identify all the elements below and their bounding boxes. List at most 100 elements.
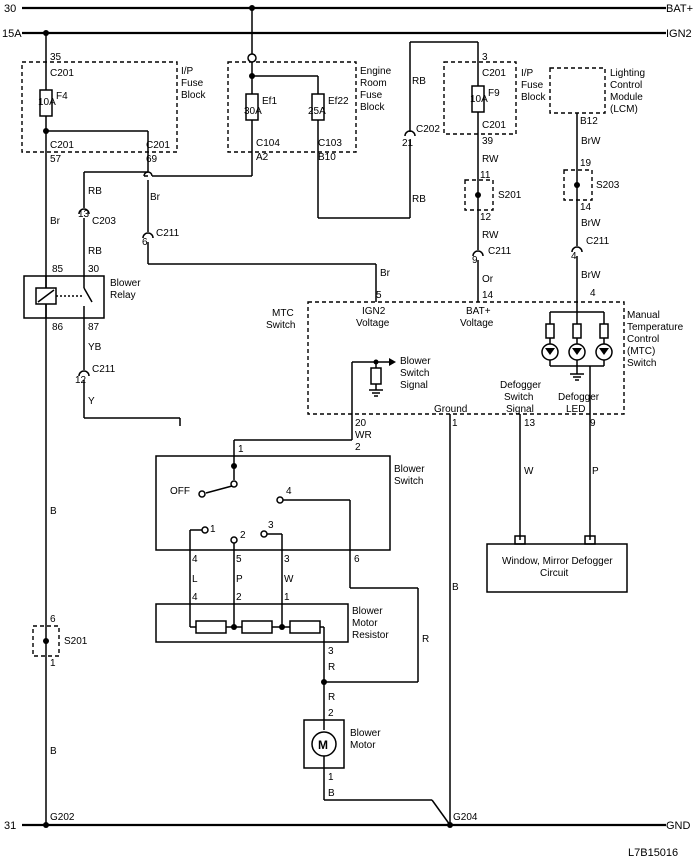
svg-text:Manual: Manual — [627, 310, 660, 321]
svg-text:S201: S201 — [498, 190, 522, 201]
svg-text:Engine: Engine — [360, 66, 392, 77]
svg-text:2: 2 — [236, 592, 242, 603]
ign2-label: IGN2 — [666, 28, 692, 40]
svg-text:Blower: Blower — [400, 356, 431, 367]
svg-text:C201: C201 — [146, 140, 170, 151]
svg-text:39: 39 — [482, 136, 494, 147]
svg-text:9: 9 — [472, 255, 478, 266]
br-wire-mtc-ign: Br 6 C211 Br 5 — [142, 166, 391, 302]
svg-text:B: B — [50, 506, 57, 517]
svg-text:(LCM): (LCM) — [610, 104, 638, 115]
svg-text:Control: Control — [627, 334, 659, 345]
bat-plus-label: BAT+ — [666, 3, 693, 15]
svg-text:35: 35 — [50, 52, 62, 63]
svg-text:I/P: I/P — [181, 66, 194, 77]
svg-text:YB: YB — [88, 342, 102, 353]
ign2-rail: 15A IGN2 — [2, 28, 692, 40]
svg-text:BrW: BrW — [581, 136, 601, 147]
svg-text:3: 3 — [268, 520, 274, 531]
svg-text:IGN2: IGN2 — [362, 306, 386, 317]
svg-text:C201: C201 — [50, 68, 74, 79]
resistor-feed-wires: L P W — [189, 550, 294, 604]
bat-plus-rail: 30 BAT+ — [4, 3, 693, 15]
svg-text:14: 14 — [482, 290, 494, 301]
svg-text:P: P — [592, 466, 599, 477]
svg-text:BAT+: BAT+ — [466, 306, 491, 317]
svg-text:6: 6 — [354, 554, 360, 565]
blower-motor-resistor: 4 2 1 3 Blower Motor Resistor — [155, 592, 389, 657]
svg-text:10A: 10A — [38, 97, 56, 108]
defogger-wires: 13 9 W P — [514, 414, 599, 545]
ip-fuse-block-left: 35 C201 F4 10A C201 57 C201 69 I/P Fuse … — [21, 30, 206, 825]
svg-text:Room: Room — [360, 78, 387, 89]
svg-text:3: 3 — [482, 52, 488, 63]
rail-31-label: 31 — [4, 820, 16, 832]
svg-text:C201: C201 — [50, 140, 74, 151]
svg-text:Ground: Ground — [434, 404, 467, 415]
svg-text:20: 20 — [355, 418, 367, 429]
svg-text:2: 2 — [355, 442, 361, 453]
svg-text:Resistor: Resistor — [352, 630, 389, 641]
svg-text:Module: Module — [610, 92, 643, 103]
svg-text:Fuse: Fuse — [521, 80, 544, 91]
fuse-f4-label: F4 — [56, 91, 68, 102]
svg-text:G202: G202 — [50, 812, 75, 823]
svg-text:Motor: Motor — [350, 740, 376, 751]
svg-text:W: W — [524, 466, 534, 477]
svg-text:6: 6 — [142, 237, 148, 248]
svg-text:C201: C201 — [482, 68, 506, 79]
svg-text:(MTC): (MTC) — [627, 346, 655, 357]
svg-text:R: R — [328, 692, 335, 703]
svg-text:MTC: MTC — [272, 308, 294, 319]
svg-text:Control: Control — [610, 80, 642, 91]
svg-text:3: 3 — [328, 646, 334, 657]
gnd-label: GND — [666, 820, 691, 832]
svg-text:C211: C211 — [488, 246, 512, 257]
svg-text:P: P — [236, 574, 243, 585]
svg-text:4: 4 — [286, 486, 292, 497]
mtc-switch: MTC Switch IGN2 Voltage BAT+ Voltage Man… — [266, 301, 684, 415]
rw-wire-bat-feed: RW 11 S201 12 RW 9 C211 Or 14 — [464, 154, 522, 302]
gnd-rail: 31 GND — [4, 820, 691, 832]
fuse-ef1-label: Ef1 — [262, 96, 277, 107]
svg-text:C202: C202 — [416, 124, 440, 135]
svg-text:12: 12 — [75, 375, 87, 386]
svg-text:Or: Or — [482, 274, 494, 285]
svg-text:G204: G204 — [453, 812, 478, 823]
svg-text:B: B — [328, 788, 335, 799]
svg-text:14: 14 — [580, 202, 592, 213]
svg-text:Br: Br — [380, 268, 391, 279]
svg-text:1: 1 — [284, 592, 290, 603]
fuse-ef22-label: Ef22 — [328, 96, 349, 107]
svg-text:12: 12 — [480, 212, 492, 223]
svg-text:13: 13 — [524, 418, 536, 429]
svg-text:Block: Block — [181, 90, 206, 101]
svg-text:A2: A2 — [256, 152, 269, 163]
svg-text:4: 4 — [590, 288, 596, 299]
svg-text:R: R — [328, 662, 335, 673]
svg-text:25A: 25A — [308, 106, 326, 117]
svg-text:LED: LED — [566, 404, 585, 415]
svg-text:Switch: Switch — [266, 320, 295, 331]
svg-text:Blower: Blower — [350, 728, 381, 739]
svg-text:B: B — [50, 746, 57, 757]
svg-text:3: 3 — [284, 554, 290, 565]
svg-text:I/P: I/P — [521, 68, 534, 79]
svg-text:10A: 10A — [470, 94, 488, 105]
svg-text:21: 21 — [402, 138, 414, 149]
svg-text:R: R — [422, 634, 429, 645]
motor-ground-wire: B — [323, 768, 451, 826]
svg-text:87: 87 — [88, 322, 100, 333]
svg-text:Br: Br — [150, 192, 161, 203]
svg-text:1: 1 — [238, 444, 244, 455]
svg-text:57: 57 — [50, 154, 62, 165]
svg-text:RW: RW — [482, 230, 499, 241]
svg-text:11: 11 — [480, 170, 491, 181]
svg-text:S201: S201 — [64, 636, 88, 647]
svg-text:2: 2 — [240, 530, 246, 541]
svg-text:30A: 30A — [244, 106, 262, 117]
lighting-control-module: Lighting Control Module (LCM) B12 BrW 19… — [549, 67, 645, 302]
svg-text:C103: C103 — [318, 138, 342, 149]
